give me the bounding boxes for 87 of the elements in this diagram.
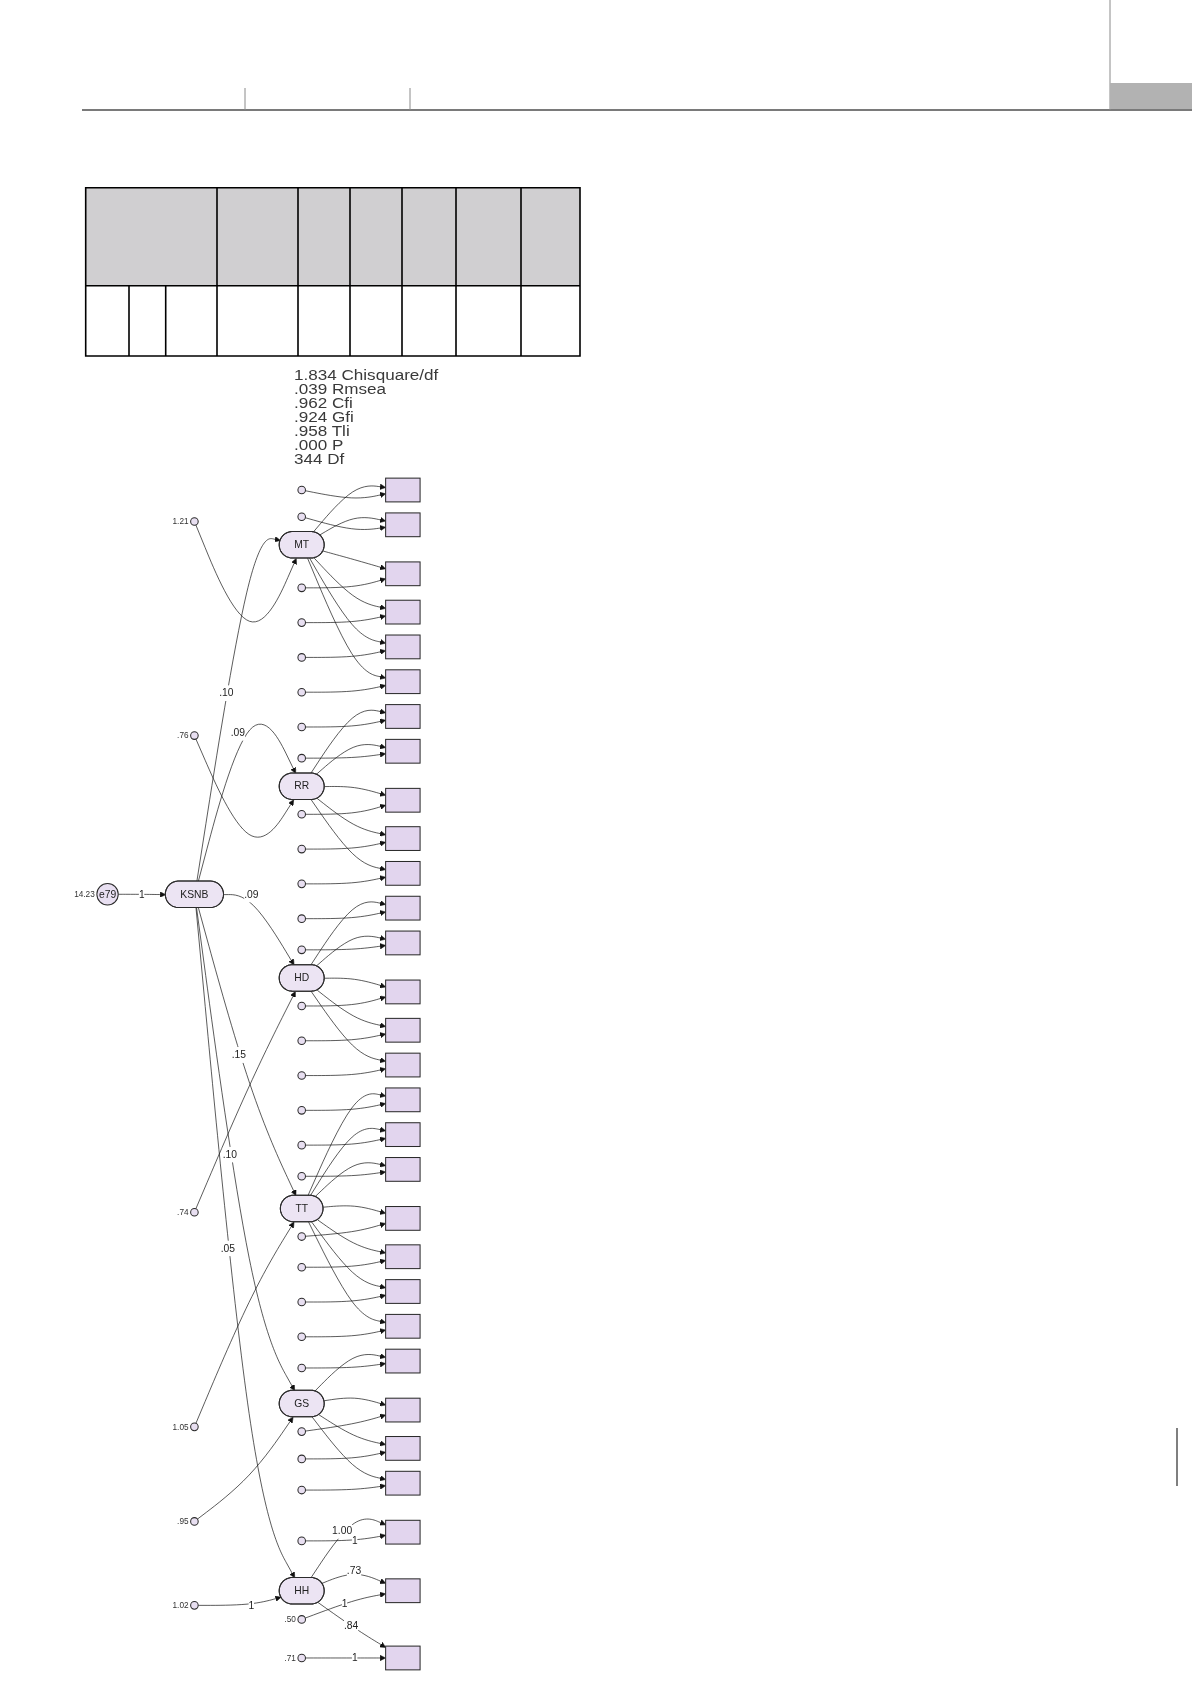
observed-variable	[385, 634, 421, 660]
observed-variable	[385, 1645, 421, 1671]
error-term	[297, 753, 306, 763]
observed-variable	[385, 1017, 421, 1043]
latent-variable: GS	[278, 1389, 325, 1418]
error-term	[297, 653, 306, 662]
error-term	[297, 1363, 306, 1373]
error-term	[297, 879, 306, 889]
observed-variable	[385, 826, 421, 851]
error-term	[297, 945, 306, 955]
observed-variable	[385, 669, 421, 695]
error-term	[297, 618, 306, 627]
error-term	[190, 731, 199, 740]
observed-variable	[385, 561, 421, 587]
fit-statistic: .962 Cfi	[294, 396, 354, 410]
error-term	[297, 844, 306, 854]
observed-variable	[385, 1348, 421, 1374]
error-term	[297, 485, 306, 495]
observed-variable	[385, 1519, 421, 1545]
latent-variable: HH	[278, 1576, 325, 1605]
observed-variable	[385, 895, 421, 921]
error-term	[297, 1001, 306, 1011]
error-term	[297, 1427, 306, 1436]
observed-variable	[385, 1470, 421, 1496]
observed-variable	[385, 1279, 421, 1304]
error-term	[297, 1615, 306, 1624]
fit-statistic: .000 P	[294, 438, 345, 452]
error-term	[297, 1653, 306, 1663]
error-term	[190, 1422, 199, 1432]
fit-statistic: .924 Gfi	[294, 410, 355, 424]
error-term	[297, 1485, 306, 1495]
error-term	[297, 1106, 306, 1115]
fit-statistic: 1.834 Chisquare/df	[294, 368, 439, 382]
observed-variable	[385, 979, 421, 1005]
fit-statistic: .039 Rmsea	[294, 382, 387, 396]
error-term	[190, 1517, 199, 1526]
fit-statistic: 344 Df	[294, 452, 346, 466]
observed-variable	[385, 860, 421, 886]
observed-variable	[385, 512, 421, 538]
error-term	[297, 1172, 306, 1181]
edge-label: .10	[222, 1146, 238, 1163]
observed-variable	[385, 1244, 421, 1270]
edge-label: 1.00	[332, 1523, 353, 1539]
observed-variable	[385, 1313, 421, 1339]
error-term	[297, 1071, 306, 1080]
observed-variable	[385, 1397, 421, 1423]
observed-variable	[385, 599, 421, 625]
observed-variable	[385, 1206, 421, 1231]
observed-variable	[385, 704, 421, 729]
observed-variable	[385, 1578, 421, 1604]
observed-variable	[385, 1122, 421, 1147]
observed-variable	[385, 477, 421, 503]
error-term	[297, 583, 306, 593]
error-term	[297, 687, 306, 697]
edge-label: .15	[231, 1047, 247, 1063]
observed-variable	[385, 1052, 421, 1078]
fit-statistic: .958 Tli	[294, 424, 351, 438]
error-term	[297, 512, 306, 521]
error-term	[190, 517, 199, 526]
error-term	[297, 722, 306, 732]
error-term	[297, 1262, 306, 1272]
latent-variable: MT	[278, 531, 325, 559]
error-term	[190, 1207, 199, 1217]
error-term	[297, 1454, 306, 1464]
latent-variable: HD	[278, 964, 325, 992]
error-term	[297, 810, 306, 819]
edge-label: .05	[220, 1240, 236, 1256]
latent-variable: KSNB	[164, 880, 225, 909]
observed-variable	[385, 1087, 421, 1113]
error-term	[297, 1140, 306, 1150]
error-term	[297, 1036, 306, 1046]
observed-variable	[385, 738, 421, 764]
error-term	[297, 1297, 306, 1307]
edge-label: .10	[219, 685, 234, 701]
latent-variable: TT	[279, 1194, 324, 1223]
error-term	[297, 914, 306, 923]
observed-variable	[385, 930, 421, 956]
error-term	[297, 1536, 306, 1546]
observed-variable	[385, 1157, 421, 1182]
error-term	[190, 1601, 199, 1610]
error-term	[297, 1332, 306, 1342]
observed-variable	[385, 1436, 421, 1461]
error-term	[297, 1232, 306, 1241]
latent-variable: RR	[278, 772, 325, 800]
error-term: e79	[96, 883, 119, 906]
observed-variable	[385, 787, 421, 813]
edge-label: .84	[343, 1618, 359, 1634]
